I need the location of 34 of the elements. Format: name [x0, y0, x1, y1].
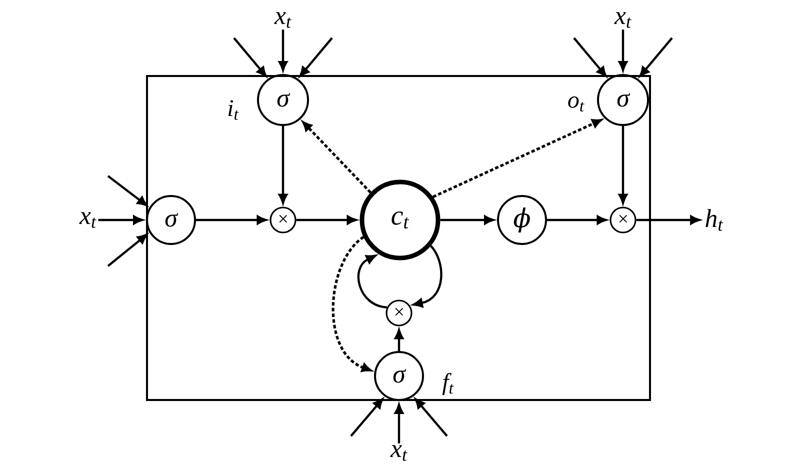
arrow — [414, 398, 448, 437]
frame-box — [146, 75, 651, 401]
arrow — [107, 175, 148, 206]
dashed-arrow — [302, 121, 372, 194]
arrow — [196, 215, 267, 225]
arrow — [98, 215, 144, 225]
arrow — [394, 329, 404, 351]
arrow — [618, 30, 628, 72]
gate-label: o$_{t}$ — [568, 96, 584, 112]
variable-label: x$_{t}$ — [274, 12, 292, 28]
arrow — [547, 215, 607, 225]
gate-label: i$_{t}$ — [228, 100, 239, 120]
gate-label: f$_{t}$ — [442, 373, 454, 395]
arrow — [350, 398, 384, 437]
arrow — [233, 37, 267, 77]
arrow — [639, 37, 673, 77]
variable-label: x$_{t}$ — [79, 212, 96, 228]
dashed-arrow — [432, 119, 602, 198]
variable-label: x$_{t}$ — [614, 12, 632, 28]
arrow — [299, 37, 333, 77]
arrow — [440, 215, 494, 225]
variable-label: h$_{t}$ — [706, 209, 724, 231]
arrow — [394, 404, 404, 444]
arrow — [618, 126, 628, 204]
arrow — [573, 37, 607, 77]
arrow — [296, 215, 357, 225]
arrow — [107, 234, 148, 267]
arrow — [278, 30, 288, 72]
curved-arrow — [412, 245, 442, 308]
dashed-arrow — [332, 236, 372, 372]
curved-arrow — [357, 254, 388, 308]
arrow — [278, 126, 288, 204]
arrow — [636, 215, 700, 225]
variable-label: x$_{t}$ — [390, 445, 408, 461]
